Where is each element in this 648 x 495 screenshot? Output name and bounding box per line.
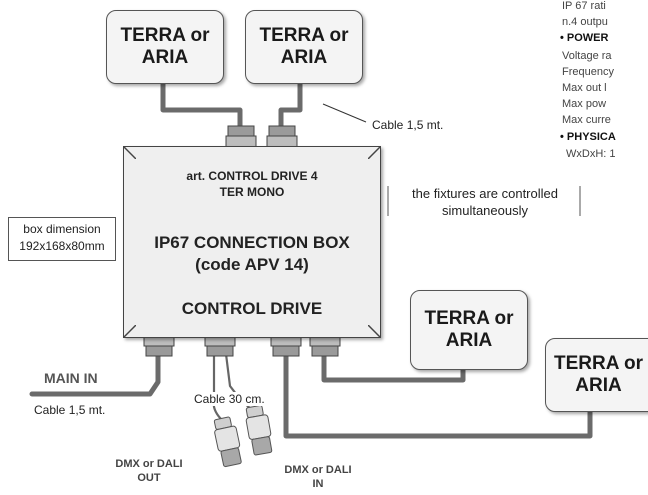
article-line-2: TER MONO [219, 185, 285, 199]
article-line-1: art. CONTROL DRIVE 4 [186, 169, 318, 183]
cable-top-right [278, 79, 303, 131]
specs-line-3: Voltage ra [562, 50, 612, 62]
box-title-line-1: IP67 CONNECTION BOX [154, 233, 350, 252]
dmx-out-line-2: OUT [137, 472, 161, 484]
cable-main-in [29, 353, 161, 397]
gland-top-right [266, 125, 298, 149]
cable-main-label: Cable 1,5 mt. [34, 403, 106, 417]
power-heading: • POWER [560, 32, 609, 44]
gland-top-left [225, 125, 257, 149]
dmx-connector-in [245, 405, 273, 456]
specs-line-8: WxDxH: 1 [566, 148, 616, 160]
fixture-top-left: TERRA or ARIA [106, 10, 224, 84]
box-dimension-line-2: 192x168x80mm [19, 239, 105, 253]
dmx-connector-out [213, 416, 242, 468]
cable-30-label: Cable 30 cm. [192, 392, 267, 406]
specs-physical-heading: • PHYSICA [560, 131, 616, 143]
cable-mid-right [321, 353, 466, 383]
fixture-far-right: TERRA or ARIA [545, 338, 648, 412]
specs-line-6: Max pow [562, 98, 607, 110]
box-dimension-frame: box dimension 192x168x80mm [8, 217, 116, 261]
specs-line-5: Max out l [562, 82, 607, 94]
dmx-out-line-1: DMX or DALI [115, 458, 183, 470]
specs-line-2: n.4 outpu [562, 16, 608, 28]
cable-top-pointer [322, 103, 367, 123]
cable-top-left [160, 79, 243, 131]
cable-top-label: Cable 1,5 mt. [372, 118, 444, 132]
specs-line-4: Frequency [562, 66, 614, 78]
specs-power-heading: • POWER [560, 32, 608, 44]
box-dimension-line-1: box dimension [23, 222, 101, 236]
dmx-in-line-2: IN [312, 478, 324, 490]
box-subtitle: CONTROL DRIVE [181, 299, 323, 318]
main-in-label: MAIN IN [44, 370, 98, 386]
connection-box: art. CONTROL DRIVE 4 TER MONO IP67 CONNE… [123, 146, 381, 338]
cable-dmx-out [212, 354, 223, 421]
specs-line-1: IP 67 rati [562, 0, 606, 12]
physical-heading: • PHYSICA [560, 131, 616, 143]
specs-line-7: Max curre [562, 114, 611, 126]
controlled-line-2: simultaneously [442, 203, 528, 218]
box-title-line-2: (code APV 14) [195, 255, 309, 274]
fixture-top-right: TERRA or ARIA [245, 10, 363, 84]
fixture-mid-right: TERRA or ARIA [410, 290, 528, 370]
controlled-line-1: the fixtures are controlled [412, 186, 558, 201]
dmx-in-line-1: DMX or DALI [284, 464, 352, 476]
cable-far-right [283, 353, 593, 439]
